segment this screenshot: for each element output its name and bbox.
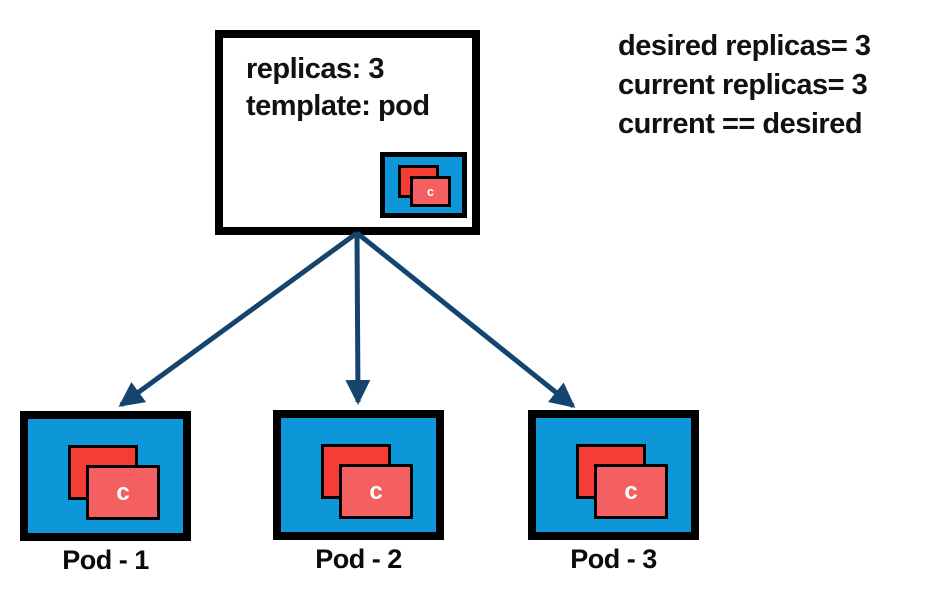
container-front-icon: c — [410, 176, 451, 207]
container-front-icon: c — [594, 464, 668, 519]
arrow-to-pod-2 — [345, 232, 371, 405]
replicas-spec-line: replicas: 3 — [246, 53, 384, 85]
arrows-svg — [118, 230, 576, 408]
replica-status-text: desired replicas= 3 current replicas= 3 … — [618, 27, 871, 144]
pod-1-label: Pod - 1 — [62, 545, 149, 575]
pod-template-icon: c — [380, 152, 467, 218]
desired-replicas-line: desired replicas= 3 — [618, 30, 871, 62]
arrow-to-pod-3 — [355, 231, 576, 408]
pod-2-label: Pod - 2 — [315, 544, 402, 574]
pod-3-label: Pod - 3 — [570, 544, 657, 574]
container-front-icon: c — [339, 464, 413, 519]
container-letter: c — [624, 477, 638, 505]
pod-3: c Pod - 3 — [528, 410, 699, 575]
pod-2-box: c — [273, 410, 444, 540]
pod-1-box: c — [20, 411, 191, 541]
pod-2: c Pod - 2 — [273, 410, 444, 575]
template-spec-line: template: pod — [246, 90, 430, 122]
container-letter: c — [116, 478, 130, 506]
pod-3-box: c — [528, 410, 699, 540]
container-letter: c — [426, 184, 435, 199]
container-letter: c — [369, 477, 383, 505]
arrow-to-pod-1 — [118, 230, 359, 408]
pod-1: c Pod - 1 — [20, 411, 191, 576]
current-equals-desired-line: current == desired — [618, 108, 863, 140]
replicaset-spec-box: replicas: 3 template: pod c — [215, 30, 480, 235]
current-replicas-line: current replicas= 3 — [618, 69, 868, 101]
container-front-icon: c — [86, 465, 160, 520]
